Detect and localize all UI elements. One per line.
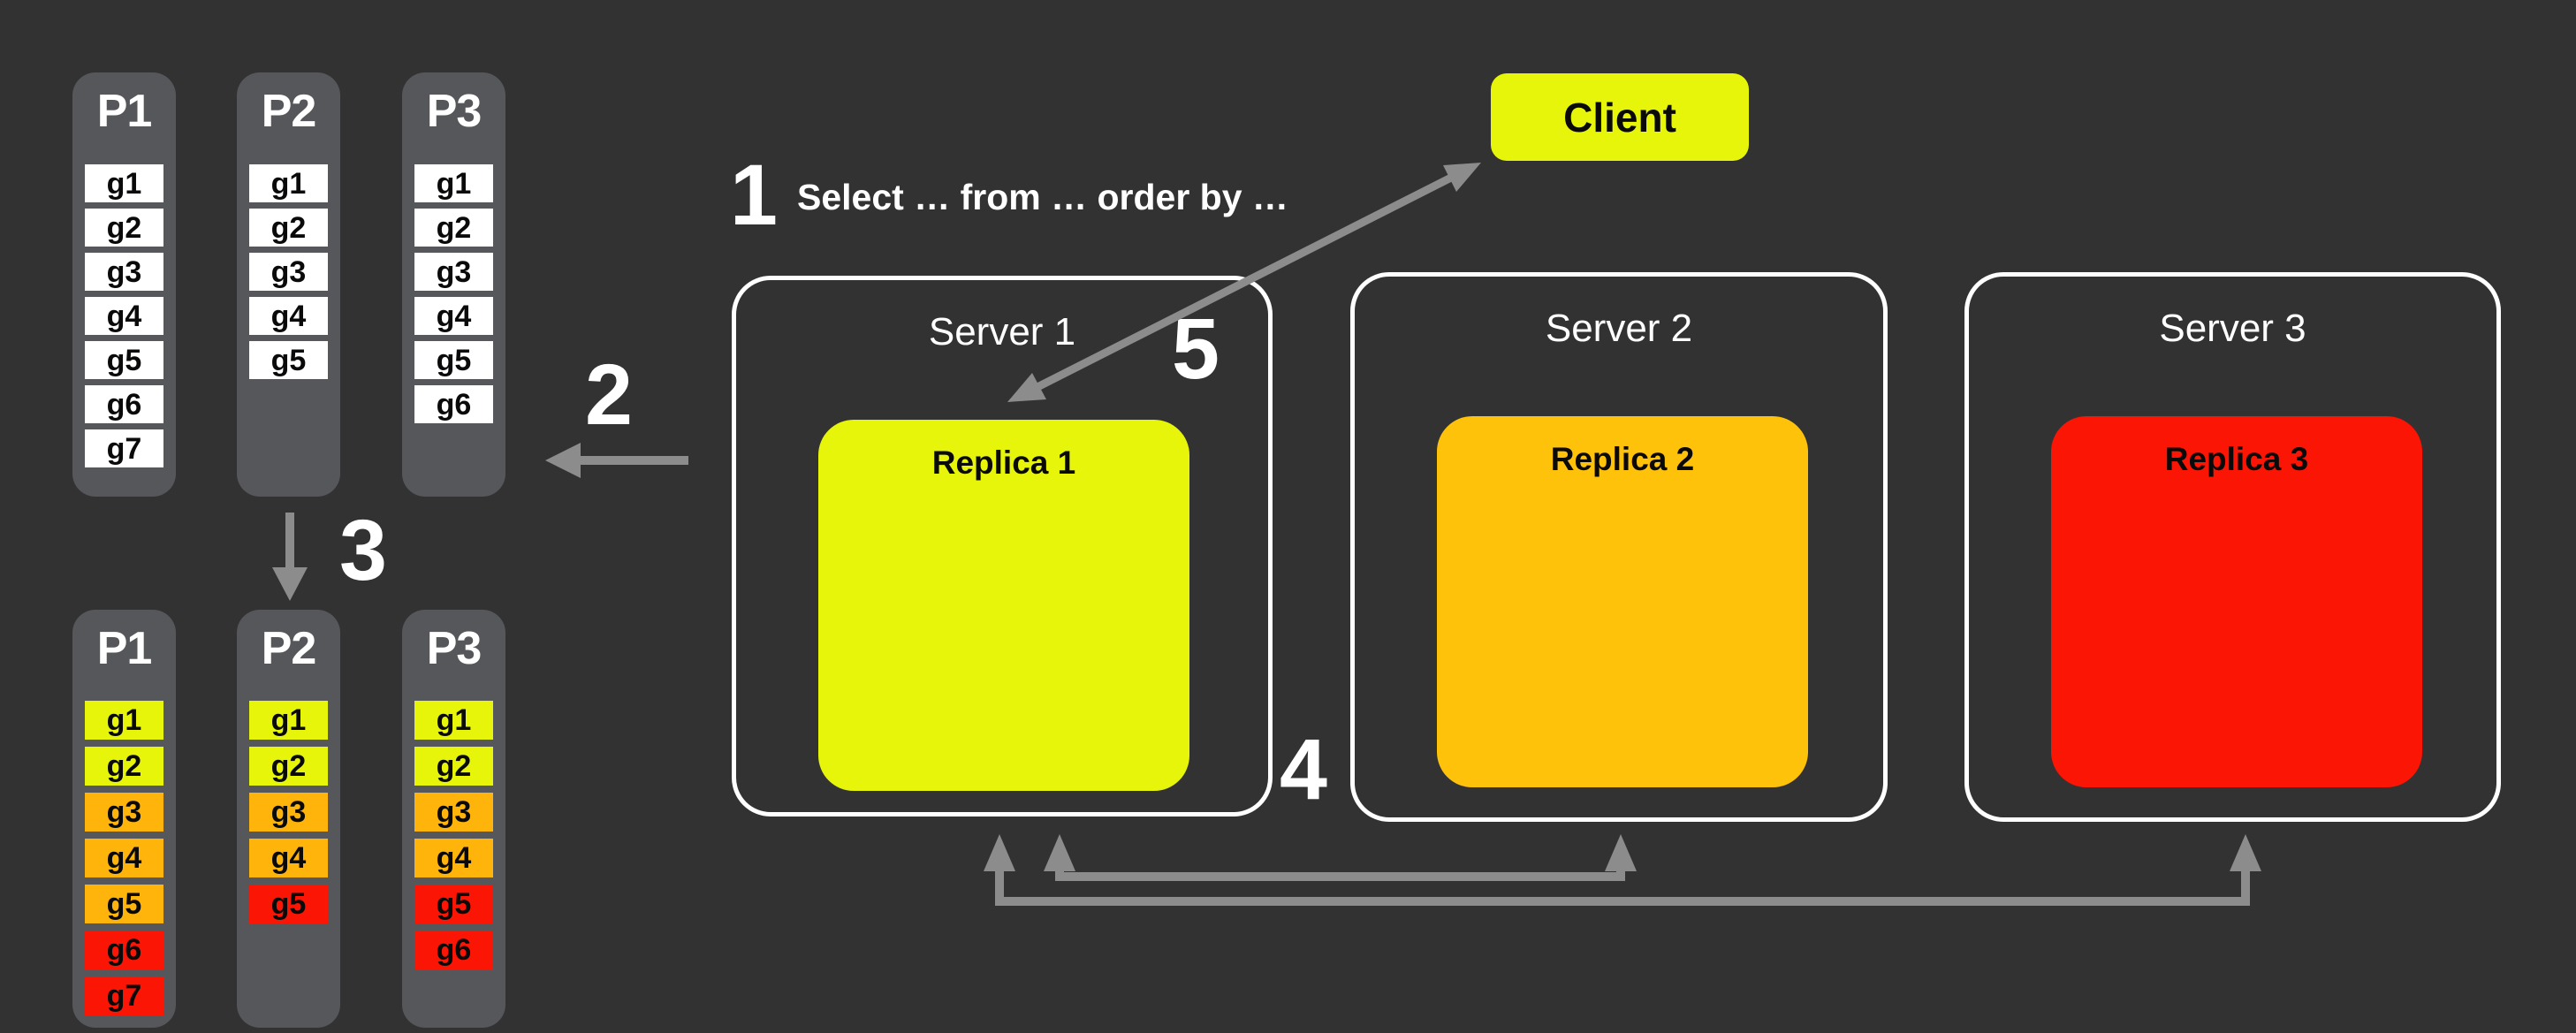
query-text: Select … from … order by … [797, 177, 1288, 217]
partition-cell: g5 [249, 341, 328, 379]
partition-cell: g4 [414, 297, 493, 335]
partition-cell: g3 [414, 793, 493, 832]
arrow-gather-server2-icon [1044, 834, 1637, 881]
partition-top-p3: P3 g1 g2 g3 g4 g5 g6 [402, 72, 505, 497]
partition-cell: g2 [249, 209, 328, 247]
partition-cell-list: g1 g2 g3 g4 g5 [249, 701, 328, 923]
partition-title: P1 [96, 86, 153, 137]
replica-label: Replica 2 [1550, 441, 1695, 477]
partition-cell: g3 [85, 793, 163, 832]
partition-cell: g5 [85, 885, 163, 923]
partition-title: P3 [426, 623, 483, 674]
partition-cell: g5 [414, 885, 493, 923]
replica-3-box: Replica 3 [2051, 416, 2422, 787]
partition-cell: g2 [414, 209, 493, 247]
server-3-box: Server 3 Replica 3 [1964, 272, 2501, 822]
partition-cell: g7 [85, 976, 163, 1015]
partition-cell: g5 [249, 885, 328, 923]
replica-label: Replica 1 [931, 444, 1076, 481]
partition-cell: g3 [85, 253, 163, 291]
partition-title: P2 [261, 86, 317, 137]
partition-title: P2 [261, 623, 317, 674]
partition-cell: g3 [414, 253, 493, 291]
partition-cell: g4 [85, 839, 163, 877]
partition-cell: g3 [249, 253, 328, 291]
partition-cell: g2 [414, 747, 493, 786]
partition-top-p2: P2 g1 g2 g3 g4 g5 [237, 72, 340, 497]
partition-cell: g7 [85, 429, 163, 467]
server-title: Server 2 [1545, 307, 1693, 350]
partition-cell: g1 [414, 701, 493, 740]
partition-bottom-p3: P3 g1 g2 g3 g4 g5 g6 [402, 610, 505, 1028]
partition-cell: g6 [85, 930, 163, 969]
partition-cell-list: g1 g2 g3 g4 g5 g6 [414, 701, 493, 969]
partition-cell: g4 [249, 297, 328, 335]
partition-cell-list: g1 g2 g3 g4 g5 [249, 164, 328, 379]
server-1-box: Server 1 Replica 1 [732, 276, 1273, 817]
partition-cell-list: g1 g2 g3 g4 g5 g6 [414, 164, 493, 423]
step-2-number: 2 [585, 346, 633, 443]
arrow-step3-down-icon [272, 513, 308, 601]
partition-cell: g1 [85, 164, 163, 202]
step-1-number: 1 [730, 147, 778, 243]
arrow-step2-left-icon [545, 443, 688, 478]
partition-cell: g4 [414, 839, 493, 877]
partition-cell: g6 [414, 930, 493, 969]
partition-bottom-p2: P2 g1 g2 g3 g4 g5 [237, 610, 340, 1028]
step-4-number: 4 [1280, 721, 1327, 817]
partition-cell: g6 [414, 385, 493, 423]
arrow-gather-server3-icon [984, 834, 2261, 906]
partition-cell: g2 [249, 747, 328, 786]
partition-cell: g1 [85, 701, 163, 740]
partition-cell: g5 [85, 341, 163, 379]
partition-title: P3 [426, 86, 483, 137]
client-box: Client [1491, 73, 1749, 161]
partition-top-p1: P1 g1 g2 g3 g4 g5 g6 g7 [72, 72, 176, 497]
replica-label: Replica 3 [2164, 441, 2309, 477]
partition-cell: g1 [249, 164, 328, 202]
partition-cell-list: g1 g2 g3 g4 g5 g6 g7 [85, 164, 163, 467]
replica-2-box: Replica 2 [1437, 416, 1808, 787]
server-2-box: Server 2 Replica 2 [1350, 272, 1888, 822]
partition-cell-list: g1 g2 g3 g4 g5 g6 g7 [85, 701, 163, 1015]
partition-cell: g3 [249, 793, 328, 832]
partition-cell: g6 [85, 385, 163, 423]
step-3-number: 3 [339, 502, 387, 598]
partition-cell: g1 [249, 701, 328, 740]
partition-cell: g2 [85, 209, 163, 247]
server-title: Server 3 [2159, 307, 2306, 350]
partition-title: P1 [96, 623, 153, 674]
partition-bottom-p1: P1 g1 g2 g3 g4 g5 g6 g7 [72, 610, 176, 1028]
partition-cell: g1 [414, 164, 493, 202]
partition-cell: g2 [85, 747, 163, 786]
partition-cell: g5 [414, 341, 493, 379]
partition-cell: g4 [249, 839, 328, 877]
step-5-number: 5 [1172, 300, 1220, 397]
partition-cell: g4 [85, 297, 163, 335]
replica-1-box: Replica 1 [818, 420, 1189, 791]
